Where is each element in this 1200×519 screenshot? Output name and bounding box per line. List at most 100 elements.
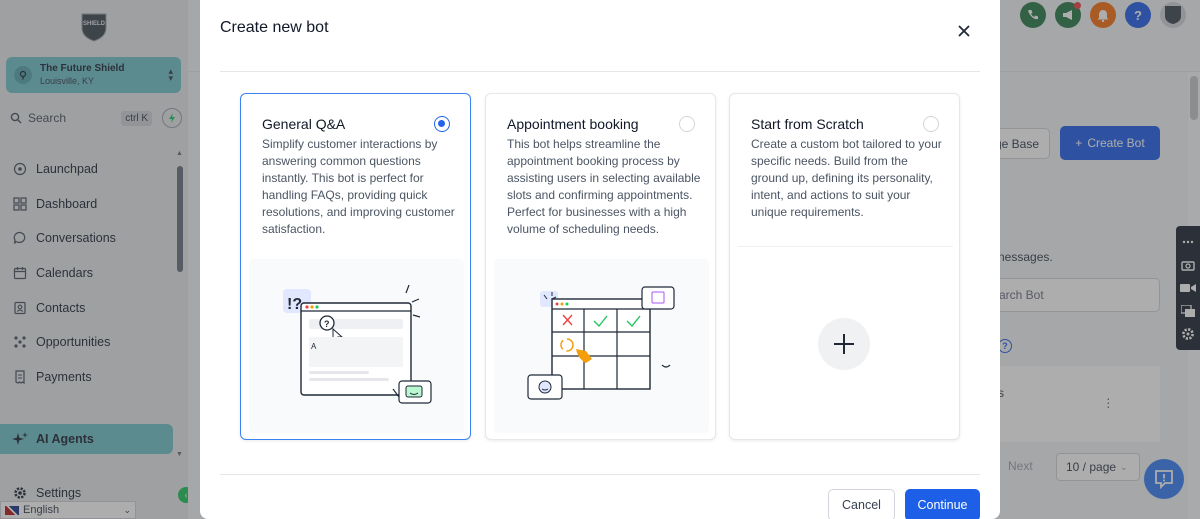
- modal-divider: [220, 71, 980, 72]
- video-icon[interactable]: [1180, 281, 1196, 295]
- next-page-button[interactable]: Next: [1008, 459, 1033, 473]
- avatar[interactable]: [1160, 2, 1186, 28]
- location-name: The Future Shield: [40, 63, 125, 74]
- svg-text:?: ?: [324, 319, 330, 329]
- camera-icon[interactable]: [1180, 258, 1196, 272]
- sidebar-item-payments[interactable]: Payments: [0, 360, 178, 395]
- qa-illustration: !? ? A: [249, 259, 464, 433]
- scroll-up-arrow-icon[interactable]: ▲: [176, 150, 183, 157]
- calendar-icon: [12, 265, 28, 281]
- plus-icon: +: [1075, 136, 1083, 150]
- create-bot-button[interactable]: + Create Bot: [1060, 126, 1160, 160]
- sidebar-item-label: Payments: [36, 369, 92, 384]
- phone-icon[interactable]: [1020, 2, 1046, 28]
- table-cell: s: [998, 386, 1004, 400]
- sidebar-item-contacts[interactable]: Contacts: [0, 290, 178, 325]
- option-radio-appointment-booking[interactable]: [679, 116, 695, 132]
- more-options-icon[interactable]: ···: [1106, 390, 1111, 414]
- chevron-left-icon: ‹: [184, 490, 188, 500]
- lightning-icon: [169, 113, 175, 123]
- bot-option-appointment-booking[interactable]: Appointment booking This bot helps strea…: [485, 93, 716, 440]
- option-title: General Q&A: [262, 116, 346, 132]
- svg-text:A: A: [311, 342, 317, 351]
- shield-logo-icon[interactable]: SHIELD: [80, 12, 108, 42]
- sidebar: SHIELD The Future Shield Louisville, KY …: [0, 0, 188, 519]
- notification-dot: [1074, 2, 1081, 9]
- chevron-updown-icon: ▴▾: [168, 66, 173, 83]
- gear-icon[interactable]: [1180, 327, 1196, 341]
- page-size-value: 10 / page: [1066, 460, 1117, 474]
- logo-text: SHIELD: [83, 21, 106, 27]
- bot-option-start-from-scratch[interactable]: Start from Scratch Create a custom bot t…: [729, 93, 960, 440]
- language-value: English: [23, 504, 60, 516]
- megaphone-icon[interactable]: [1055, 2, 1081, 28]
- page-scrollbar-thumb[interactable]: [1190, 76, 1198, 120]
- sidebar-item-label: Settings: [36, 486, 82, 500]
- grid-icon: [12, 196, 28, 212]
- bot-option-general-qa[interactable]: General Q&A Simplify customer interactio…: [240, 93, 471, 440]
- sidebar-scrollbar[interactable]: [177, 166, 183, 272]
- search-bot-input[interactable]: arch Bot: [990, 278, 1160, 312]
- close-icon[interactable]: [955, 22, 973, 40]
- quick-action-button[interactable]: [162, 108, 182, 128]
- option-title: Appointment booking: [507, 116, 639, 132]
- sidebar-item-calendars[interactable]: Calendars: [0, 256, 178, 291]
- bots-table: [990, 366, 1160, 442]
- receipt-icon: [12, 369, 28, 385]
- sidebar-item-label: Conversations: [36, 231, 116, 246]
- sidebar-item-label: Launchpad: [36, 162, 98, 177]
- calendar-illustration: [494, 259, 709, 433]
- option-title: Start from Scratch: [751, 116, 864, 132]
- sidebar-search[interactable]: Search ctrl K: [10, 108, 182, 128]
- search-icon: [10, 112, 22, 124]
- bots-description-text: nessages.: [998, 250, 1053, 264]
- option-description: Simplify customer interactions by answer…: [262, 137, 455, 236]
- search-shortcut: ctrl K: [121, 110, 152, 126]
- option-description: This bot helps streamline the appointmen…: [507, 137, 701, 236]
- chevron-down-icon: ⌄: [1120, 461, 1128, 472]
- sidebar-item-ai-agents[interactable]: AI Agents: [0, 424, 173, 454]
- svg-text:!?: !?: [287, 296, 302, 313]
- sidebar-item-dashboard[interactable]: Dashboard: [0, 187, 178, 222]
- support-chat-button[interactable]: [1144, 459, 1184, 499]
- sidebar-item-conversations[interactable]: Conversations: [0, 221, 178, 256]
- location-pin-icon: [14, 66, 32, 84]
- option-description: Create a custom bot tailored to your spe…: [751, 137, 942, 219]
- rocket-icon: [12, 161, 28, 177]
- sidebar-item-label: Opportunities: [36, 335, 111, 350]
- cancel-button[interactable]: Cancel: [828, 489, 895, 519]
- chat-alert-icon: [1155, 470, 1173, 489]
- uk-flag-icon: [5, 505, 19, 515]
- chat-bubble-icon: [12, 230, 28, 246]
- gear-icon: [12, 485, 28, 501]
- sparkle-icon: [12, 431, 28, 447]
- scroll-down-arrow-icon[interactable]: ▼: [176, 451, 183, 458]
- sidebar-item-label: Dashboard: [36, 196, 98, 211]
- screens-icon[interactable]: [1180, 304, 1196, 318]
- screen-capture-toolbar: [1176, 226, 1200, 350]
- contacts-icon: [12, 300, 28, 316]
- page-size-select[interactable]: 10 / page ⌄: [1056, 453, 1140, 481]
- modal-title: Create new bot: [220, 19, 329, 36]
- help-icon[interactable]: ?: [1125, 2, 1151, 28]
- location-switcher[interactable]: The Future Shield Louisville, KY ▴▾: [6, 57, 181, 93]
- bell-icon[interactable]: [1090, 2, 1116, 28]
- sidebar-item-opportunities[interactable]: Opportunities: [0, 325, 178, 360]
- sidebar-nav: Launchpad Dashboard Conversations Calend…: [0, 152, 178, 394]
- option-radio-general-qa[interactable]: [434, 116, 450, 132]
- sidebar-item-launchpad[interactable]: Launchpad: [0, 152, 178, 187]
- option-radio-start-from-scratch[interactable]: [923, 116, 939, 132]
- sidebar-item-label: Calendars: [36, 266, 93, 281]
- drag-handle-icon[interactable]: [1180, 235, 1196, 249]
- continue-button[interactable]: Continue: [905, 489, 980, 519]
- sidebar-item-settings[interactable]: Settings: [12, 485, 81, 501]
- create-bot-label: Create Bot: [1087, 136, 1145, 150]
- chevron-down-icon: ⌄: [123, 504, 131, 515]
- plus-icon: [818, 318, 870, 370]
- sidebar-item-label: AI Agents: [36, 432, 94, 446]
- modal-footer-divider: [220, 474, 980, 475]
- search-label: Search: [28, 111, 67, 125]
- location-city: Louisville, KY: [40, 76, 95, 86]
- header-icons: ?: [1020, 2, 1186, 28]
- sidebar-item-label: Contacts: [36, 300, 86, 315]
